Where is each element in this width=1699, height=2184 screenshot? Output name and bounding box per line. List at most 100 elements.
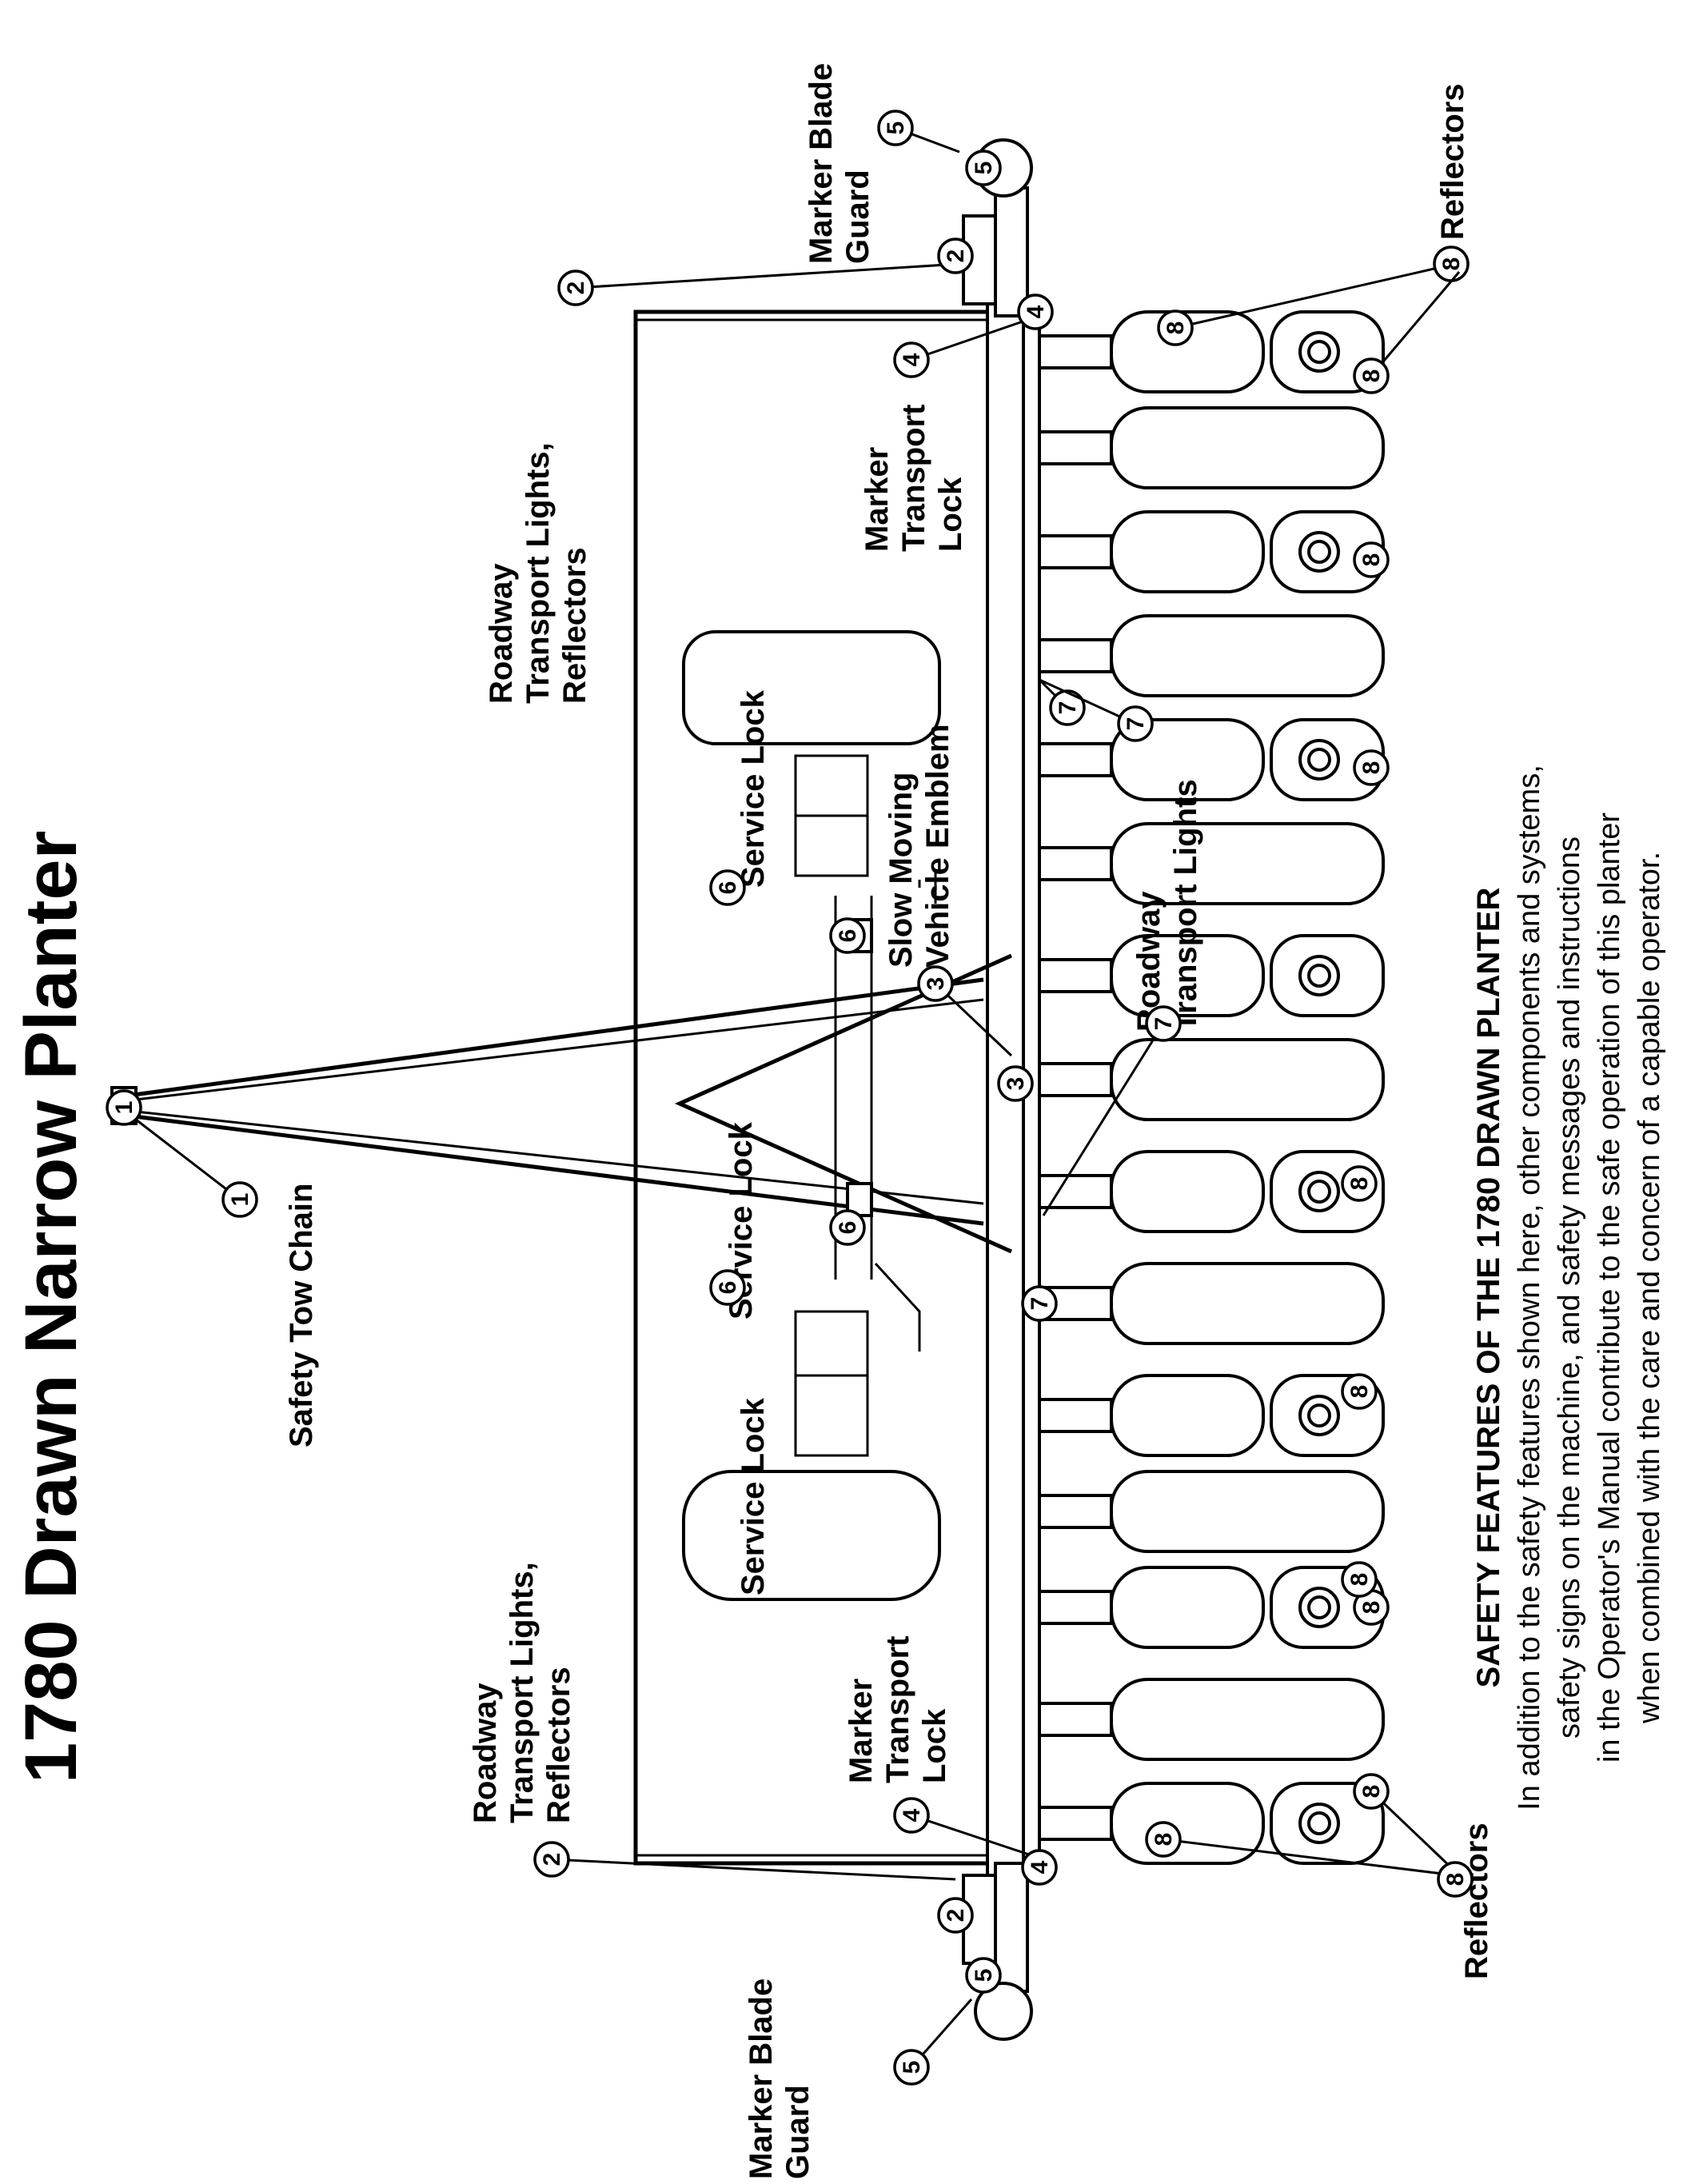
callout-number: 8: [1442, 1873, 1469, 1887]
callout-marker: 8: [1341, 1561, 1378, 1598]
row-unit: [1038, 1150, 1385, 1233]
callout-number: 8: [1358, 761, 1385, 775]
label-reflectors-bottom: Reflectors: [1459, 1823, 1494, 1979]
callout-number: 4: [1027, 1860, 1053, 1874]
caption-line: In addition to the safety features shown…: [1513, 765, 1546, 1811]
callout-number: 3: [923, 977, 949, 991]
callout-marker: 6: [709, 869, 746, 906]
label-roadway-transport-lights-reflectors-bottom-line: Roadway: [468, 1683, 503, 1823]
row-unit: [1038, 614, 1385, 697]
callout-marker: 1: [135, 1118, 258, 1218]
label-slow-moving-vehicle-emblem-line: Slow Moving: [883, 773, 919, 968]
page-title: 1780 Drawn Narrow Planter: [10, 831, 92, 1783]
row-unit: [1038, 1782, 1385, 1865]
row-unit: [1038, 510, 1385, 593]
callout-number: 8: [1346, 1573, 1373, 1587]
callout-marker: 7: [1042, 1005, 1182, 1216]
label-marker-transport-lock-bottom-line: Transport: [880, 1636, 915, 1783]
callout-number: 1: [227, 1193, 253, 1207]
callout-marker: 8: [1433, 246, 1470, 282]
label-roadway-transport-lights-reflectors-top-line: Roadway: [484, 563, 519, 704]
callout-marker: 8: [1353, 541, 1390, 578]
callout-marker: 4: [893, 318, 1028, 378]
label-slow-moving-vehicle-emblem-line: Vehicle Emblem: [920, 724, 955, 968]
callout-number: 7: [1151, 1017, 1177, 1031]
callout-marker: 5: [877, 110, 960, 154]
callout-number: 2: [539, 1853, 565, 1867]
seed-tank-lower: [682, 1470, 941, 1601]
caption: SAFETY FEATURES OF THE 1780 DRAWN PLANTE…: [1471, 765, 1666, 1811]
label-service-lock-tank-line: Service Lock: [736, 1397, 771, 1595]
caption-line: when combined with the care and concern …: [1633, 852, 1666, 1724]
callout-marker: 8: [1437, 1861, 1474, 1898]
callout-number: 6: [715, 1281, 741, 1295]
callout-marker: 5: [965, 1957, 1002, 1994]
label-service-lock-upper: Service Lock: [736, 689, 771, 888]
label-marker-transport-lock-bottom-line: Lock: [917, 1708, 952, 1783]
callout-marker: 6: [829, 917, 866, 954]
callout-marker: 8: [1341, 1373, 1378, 1410]
callout-marker: 4: [1017, 293, 1054, 330]
callout-marker: 2: [557, 262, 960, 306]
callout-marker: 3: [917, 965, 1013, 1057]
label-marker-transport-lock-top-line: Marker: [859, 447, 895, 552]
callout-number: 8: [1438, 258, 1465, 271]
callout-marker: 5: [965, 150, 1002, 186]
callout-marker: 5: [893, 1998, 973, 2086]
callout-number: 7: [1027, 1297, 1053, 1311]
callout-number: 6: [835, 929, 861, 943]
label-marker-blade-guard-top-line: Guard: [840, 170, 875, 264]
label-roadway-transport-lights-line: Transport Lights: [1168, 779, 1203, 1032]
row-unit: [1038, 1374, 1385, 1457]
caption-heading: SAFETY FEATURES OF THE 1780 DRAWN PLANTE…: [1471, 887, 1506, 1687]
callout-number: 8: [1151, 1833, 1177, 1847]
label-reflectors-top: Reflectors: [1435, 83, 1470, 240]
callout-marker: 4: [1021, 1849, 1058, 1886]
row-unit: [1038, 1470, 1385, 1553]
callout-number: 1: [111, 1101, 138, 1115]
callout-number: 7: [1123, 717, 1149, 731]
callout-marker: 7: [1038, 678, 1086, 726]
caption-line: in the Operator's Manual contribute to t…: [1593, 813, 1626, 1763]
label-roadway-transport-lights-reflectors-bottom-line: Transport Lights,: [505, 1562, 540, 1823]
callout-number: 8: [1358, 553, 1385, 567]
callout-number: 7: [1055, 701, 1081, 715]
row-unit: [1038, 934, 1385, 1017]
callout-number: 2: [943, 1909, 969, 1922]
callout-number: 8: [1346, 1385, 1373, 1399]
label-marker-transport-lock-top-line: Transport: [896, 405, 931, 552]
callout-number: 3: [1003, 1077, 1029, 1091]
label-marker-transport-lock-bottom-line: Marker: [844, 1679, 879, 1783]
label-safety-tow-chain: Safety Tow Chain: [284, 1184, 319, 1447]
callout-marker: 8: [1341, 1165, 1378, 1202]
callout-marker: 8: [1353, 271, 1461, 394]
callout-marker: 4: [893, 1797, 1032, 1857]
label-marker-blade-guard-top-line: Marker Blade: [804, 63, 839, 264]
label-roadway-transport-lights-reflectors-bottom-line: Reflectors: [541, 1667, 576, 1823]
callout-marker: 8: [1157, 262, 1456, 346]
callout-marker: 2: [533, 1841, 956, 1881]
label-marker-blade-guard-bottom-line: Guard: [780, 2085, 816, 2179]
callout-number: 4: [899, 1808, 925, 1822]
callout-marker: 6: [709, 1269, 746, 1306]
callout-number: 5: [883, 122, 909, 135]
callout-number: 8: [1358, 1601, 1385, 1615]
label-safety-tow-chain-line: Safety Tow Chain: [284, 1184, 319, 1447]
callout-number: 6: [715, 881, 741, 895]
label-roadway-transport-lights-reflectors-top-line: Reflectors: [557, 547, 592, 704]
callout-number: 5: [971, 162, 997, 175]
callout-number: 4: [1023, 305, 1049, 318]
callout-number: 5: [899, 2061, 925, 2074]
row-unit: [1038, 310, 1385, 393]
label-service-lock-tank: Service Lock: [736, 1397, 771, 1595]
row-unit: [1038, 1038, 1385, 1121]
callout-number: 8: [1346, 1177, 1373, 1191]
